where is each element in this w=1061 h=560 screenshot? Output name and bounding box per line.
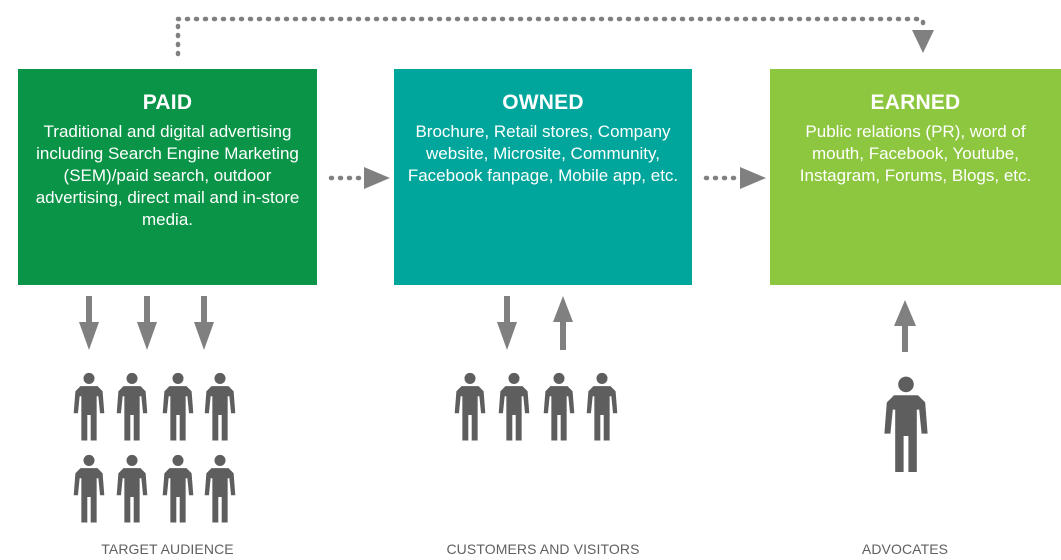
- down-arrow: [194, 296, 214, 350]
- paid-to-owned-arrow: [328, 167, 390, 189]
- person-icon: [454, 372, 486, 441]
- owned-to-earned-arrow: [703, 167, 766, 189]
- down-arrow: [79, 296, 99, 350]
- person-icon: [116, 454, 148, 523]
- person-icon: [543, 372, 575, 441]
- customers-people: [454, 372, 618, 441]
- down-arrow: [137, 296, 157, 350]
- person-icon: [204, 372, 236, 441]
- paid-box: PAID Traditional and digital advertising…: [18, 69, 317, 285]
- person-icon: [116, 372, 148, 441]
- person-icon: [162, 372, 194, 441]
- owned-title: OWNED: [502, 91, 584, 114]
- person-icon: [73, 372, 105, 441]
- caption-advocates: ADVOCATES: [861, 541, 949, 557]
- up-arrow: [553, 296, 573, 350]
- earned-title: EARNED: [870, 91, 961, 114]
- top-dotted-connector: [175, 16, 934, 57]
- top-arrow-head: [912, 30, 934, 53]
- target-audience-people: [73, 372, 236, 523]
- caption-customers-visitors: CUSTOMERS AND VISITORS: [446, 541, 640, 557]
- earned-up-arrow: [894, 300, 916, 352]
- person-icon: [162, 454, 194, 523]
- owned-arrows: [497, 296, 573, 350]
- earned-box: EARNED Public relations (PR), word of mo…: [770, 69, 1061, 285]
- earned-description: Public relations (PR), word of mouth, Fa…: [799, 122, 1032, 185]
- owned-box: OWNED Brochure, Retail stores, Company w…: [394, 69, 692, 285]
- down-arrow: [497, 296, 517, 350]
- paid-title: PAID: [142, 91, 193, 114]
- paid-description: Traditional and digital advertising incl…: [35, 122, 300, 229]
- owned-description: Brochure, Retail stores, Company website…: [407, 122, 679, 185]
- person-icon: [884, 376, 928, 472]
- person-icon: [586, 372, 618, 441]
- advocate-person: [884, 376, 928, 472]
- paid-down-arrows: [79, 296, 214, 350]
- person-icon: [204, 454, 236, 523]
- caption-target-audience: TARGET AUDIENCE: [101, 541, 234, 557]
- person-icon: [73, 454, 105, 523]
- person-icon: [498, 372, 530, 441]
